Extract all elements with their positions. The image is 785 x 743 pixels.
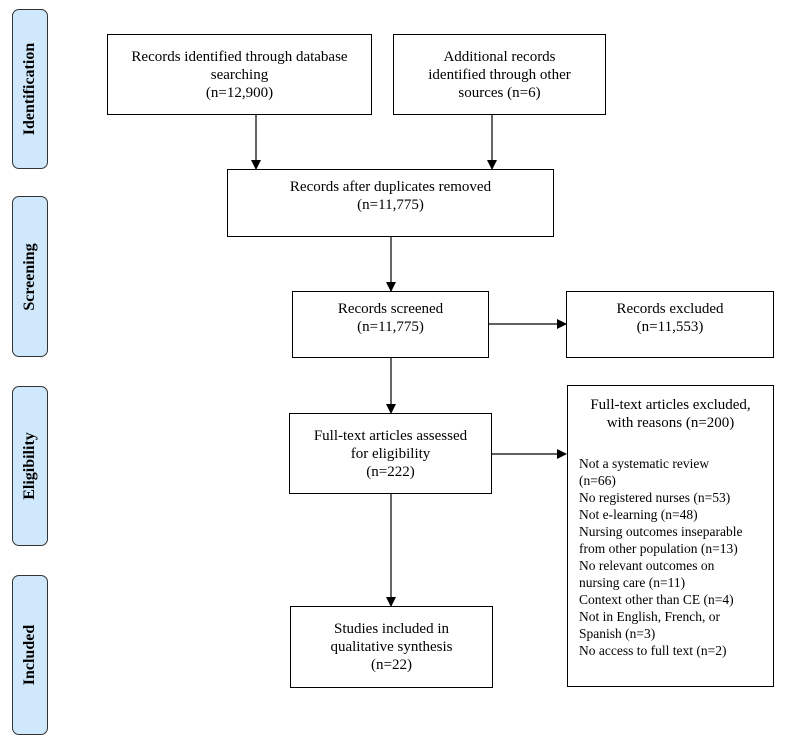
box-records-screened: Records screened (n=11,775) [292,291,489,358]
box-other-sources: Additional records identified through ot… [393,34,606,115]
box-text-line: Records excluded [616,301,724,317]
box-duplicates-removed: Records after duplicates removed (n=11,7… [227,169,554,237]
box-text-line: sources (n=6) [458,84,541,101]
box-text-line: (n=11,553) [636,319,704,335]
box-text-line: for eligibility [350,445,431,462]
exclusion-reason: Not e-learning (n=48) [579,507,698,522]
exclusion-reason: Not in English, French, or Spanish (n=3) [579,609,720,641]
box-text-line: Full-text articles assessed [313,427,468,444]
box-text-line: Additional records [443,48,556,65]
box-records-excluded: Records excluded (n=11,553) [566,291,774,358]
exclusion-reason: Not a systematic review (n=66) [579,456,710,488]
box-text-line: (n=11,775) [357,197,424,213]
fulltext-excluded-title: Full-text articles excluded, with reason… [568,396,773,432]
box-text-line: searching [210,66,269,83]
box-text-line: identified through other [428,66,571,83]
box-studies-included: Studies included in qualitative synthesi… [290,606,493,688]
box-text-line: (n=11,775) [357,319,424,335]
phase-screening: Screening [12,196,48,357]
box-fulltext-assessed: Full-text articles assessed for eligibil… [289,413,492,494]
exclusion-reason: Context other than CE (n=4) [579,592,734,607]
phase-included: Included [12,575,48,735]
phase-eligibility: Eligibility [12,386,48,546]
box-text-line: (n=12,900) [205,84,274,101]
box-text-line: Records identified through database [131,48,348,65]
box-text-line: Studies included in [334,621,449,637]
box-text-line: (n=222) [366,463,415,480]
box-text-line: (n=22) [371,657,412,673]
box-text-line: Full-text articles excluded, [590,397,751,413]
box-text-line: with reasons (n=200) [606,415,735,431]
phase-identification: Identification [12,9,48,169]
box-text-line: qualitative synthesis [330,639,453,655]
box-text-line: Records screened [337,301,444,317]
exclusion-reason: No registered nurses (n=53) [579,490,731,505]
box-database-records: Records identified through database sear… [107,34,372,115]
box-fulltext-excluded: Full-text articles excluded, with reason… [567,385,774,687]
exclusion-reason: No relevant outcomes on nursing care (n=… [579,558,715,590]
box-text-line: Records after duplicates removed [289,179,492,195]
exclusion-reason: Nursing outcomes inseparable from other … [579,524,743,556]
exclusion-reasons-list: Not a systematic review (n=66) No regist… [579,455,769,659]
exclusion-reason: No access to full text (n=2) [579,643,727,658]
